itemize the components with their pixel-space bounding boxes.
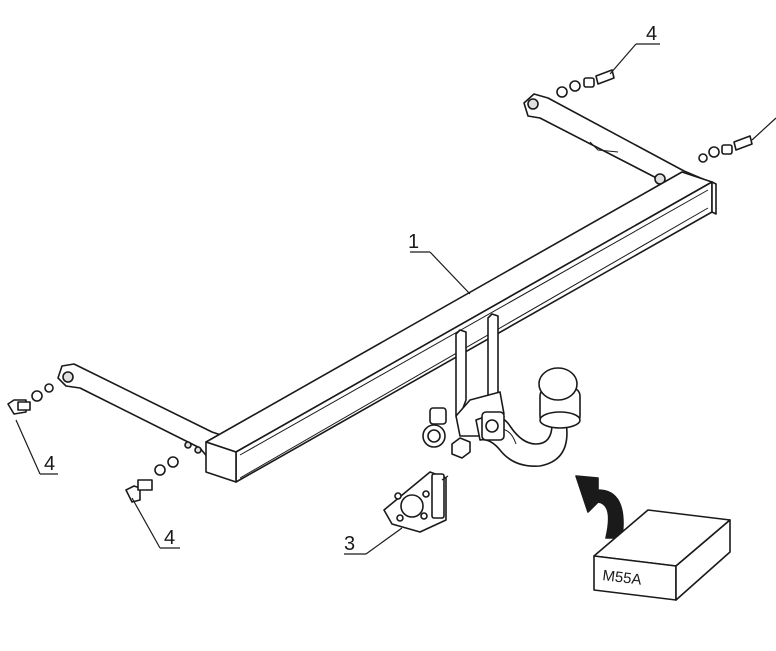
curved-arrow [575, 475, 624, 539]
callout-main-beam: 1 [408, 231, 419, 253]
ball-neck [475, 411, 568, 467]
kit-box-label: M55A [602, 567, 643, 589]
bolt-set-top [556, 69, 615, 98]
mount-nuts [422, 407, 471, 459]
bolt-set-left-lower [125, 456, 179, 503]
bolt-set-right [698, 135, 753, 163]
right-bracket-arm [523, 93, 711, 193]
bolt-set-left-upper [7, 383, 54, 415]
callout-bolt-left-lower: 4 [164, 527, 175, 549]
callout-bolt-left-upper: 4 [44, 453, 55, 475]
main-crossbeam [205, 171, 717, 483]
tow-ball [538, 367, 581, 429]
kit-box [593, 509, 731, 601]
leader-lines [15, 43, 776, 555]
callout-bolt-top: 4 [646, 23, 657, 45]
callout-socket-plate: 3 [344, 533, 355, 555]
socket-plate [383, 471, 447, 533]
